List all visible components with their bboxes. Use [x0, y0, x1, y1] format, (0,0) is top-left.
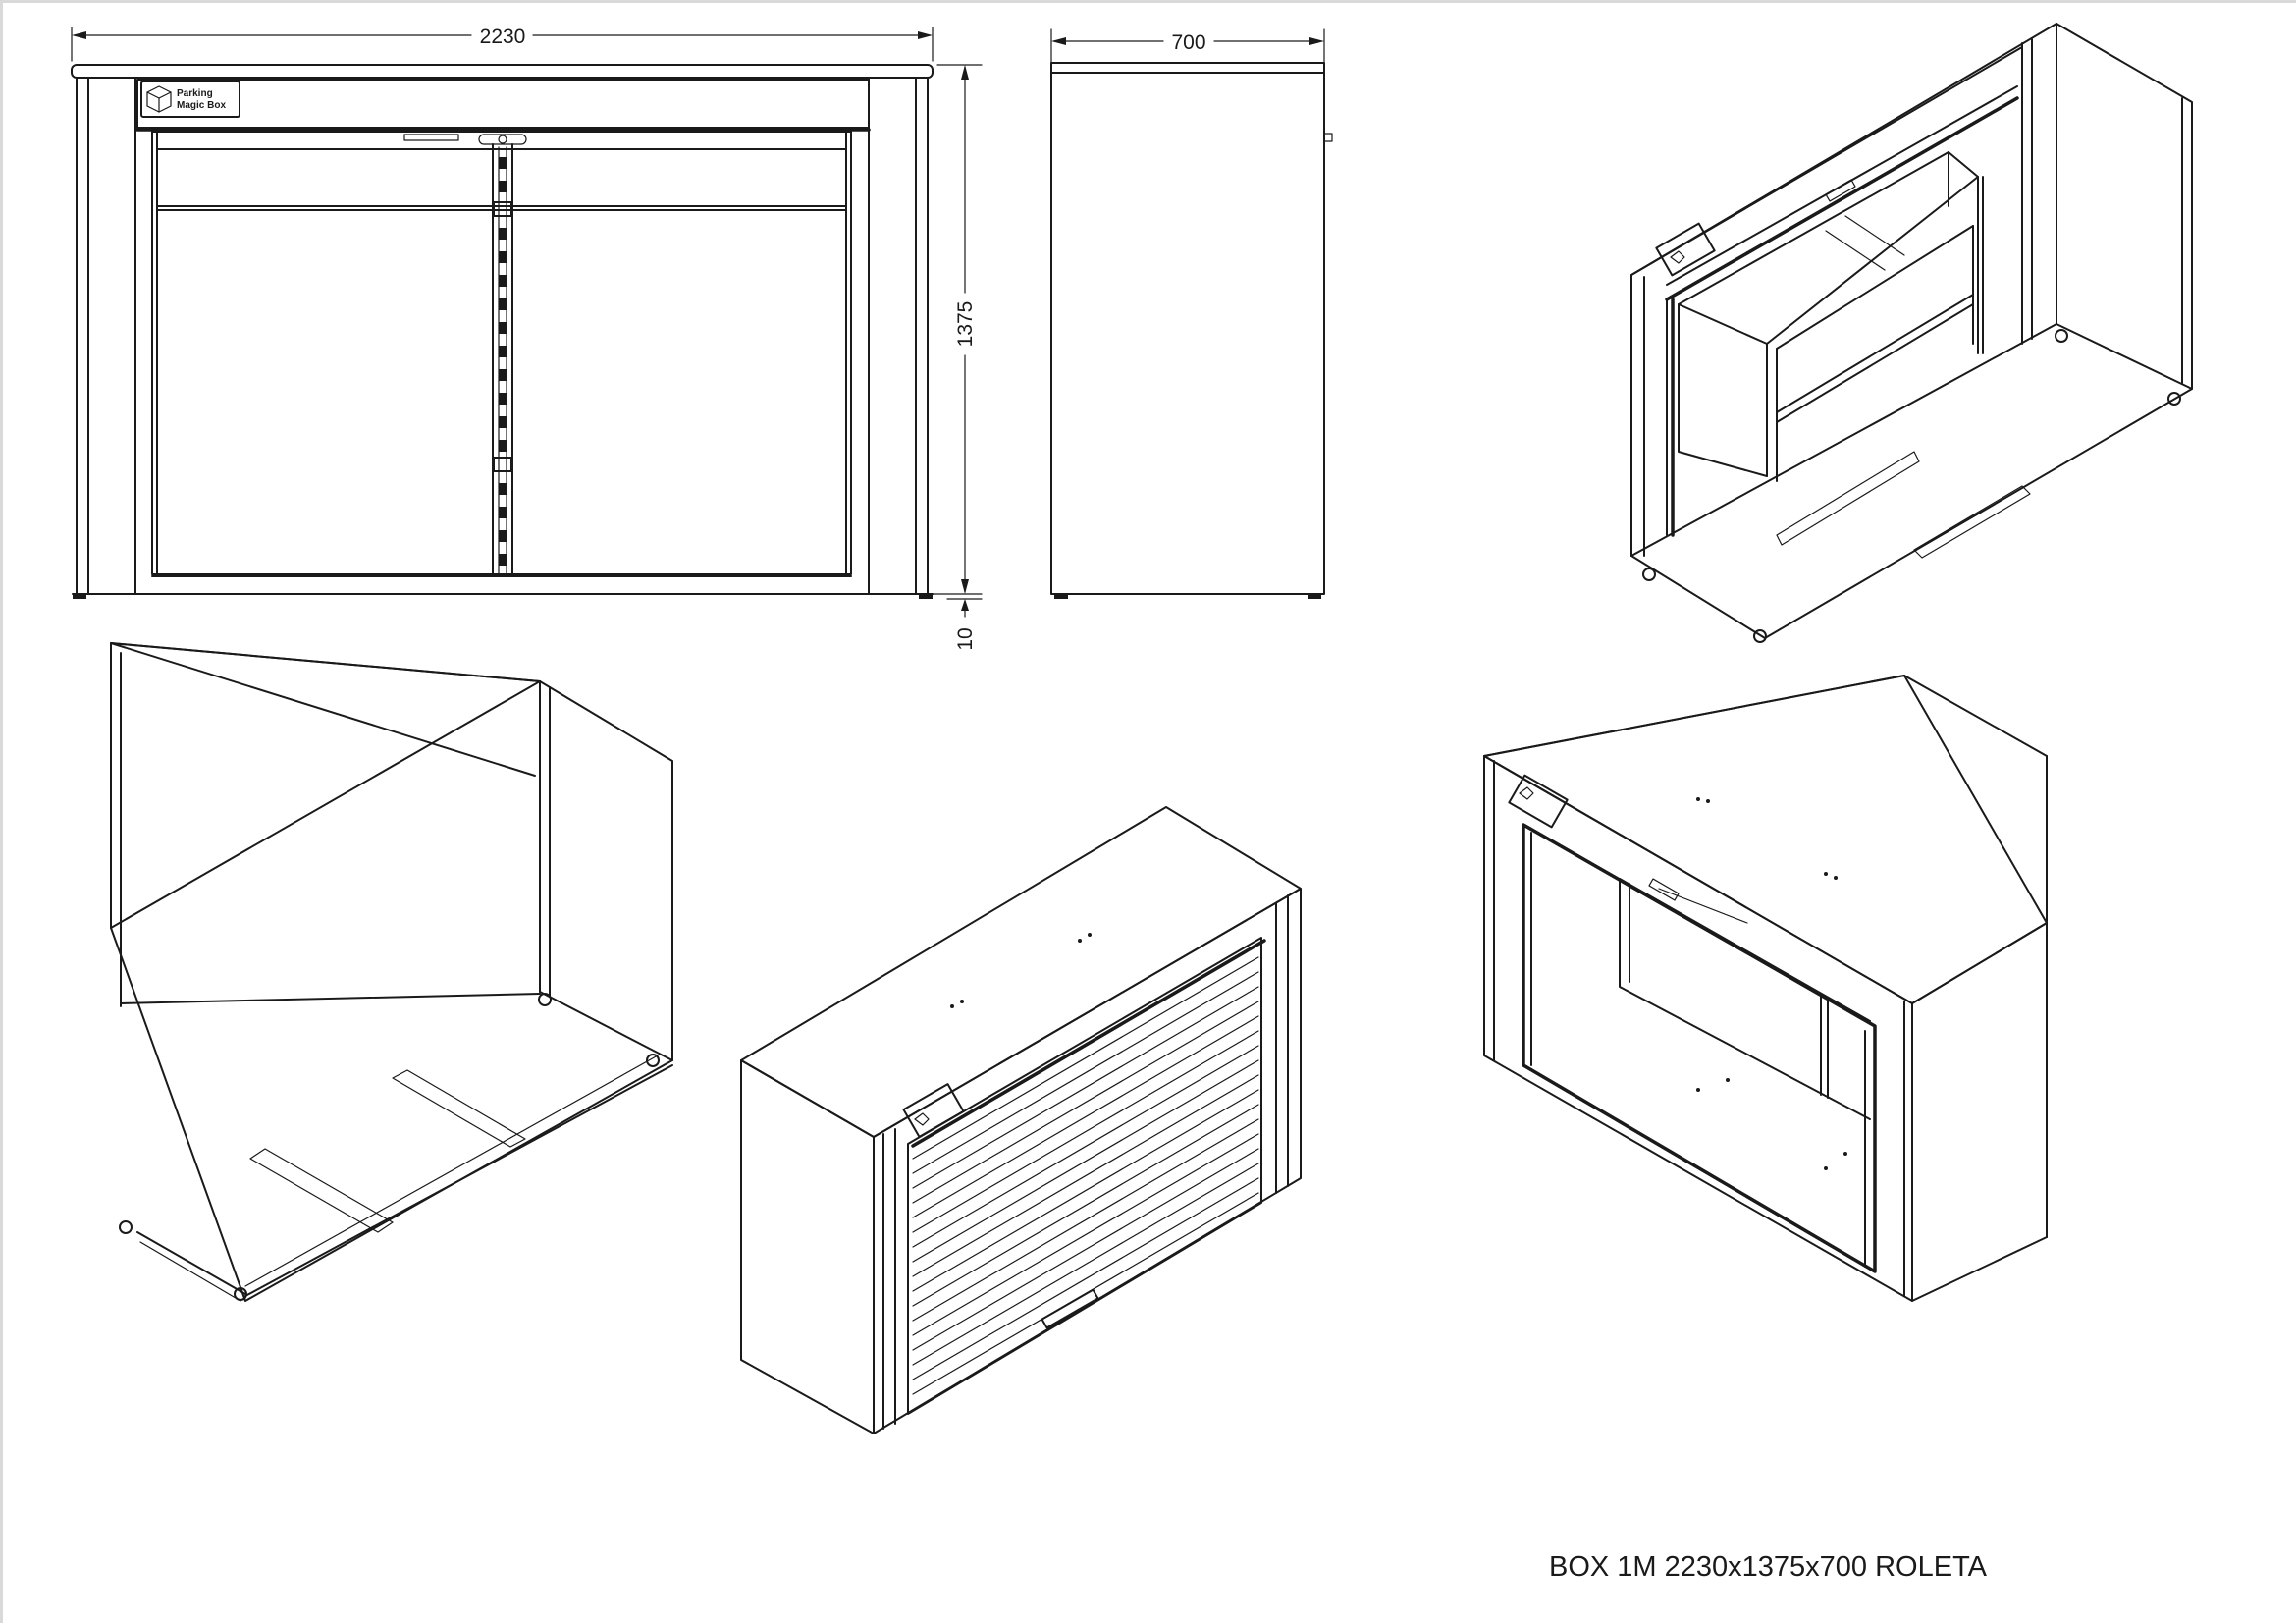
sheet-border-top: [0, 0, 2296, 3]
iso-view-open-door: [1483, 675, 2048, 1302]
width-dimension-label: 2230: [480, 26, 526, 48]
foot-dimension-label: 10: [954, 627, 977, 650]
shutter-handle: [1041, 1288, 1099, 1329]
sheet-border-left: [0, 0, 3, 1623]
width-dimension: 2230: [71, 26, 934, 62]
iso-view-open-shelves: [1630, 23, 2193, 643]
roller-shutter: [907, 937, 1262, 1415]
center-post-slots: [493, 157, 512, 566]
logo-line-1: Parking: [177, 88, 213, 99]
depth-dimension: 700: [1050, 28, 1325, 64]
shutter-slats: [912, 956, 1259, 1395]
front-view: 2230 Parking Ma: [71, 26, 983, 651]
height-dimension: 1375 10: [932, 64, 983, 651]
brand-logo: Parking Magic Box: [140, 81, 240, 118]
height-dimension-label: 1375: [954, 301, 977, 348]
side-view: 700: [1050, 28, 1333, 599]
depth-dimension-label: 700: [1171, 31, 1205, 54]
drawing-title: BOX 1M 2230x1375x700 ROLETA: [1549, 1551, 1987, 1583]
iso-view-closed-shutter: [740, 806, 1302, 1434]
iso-view-empty-frame: [110, 642, 673, 1302]
logo-line-2: Magic Box: [177, 100, 226, 111]
